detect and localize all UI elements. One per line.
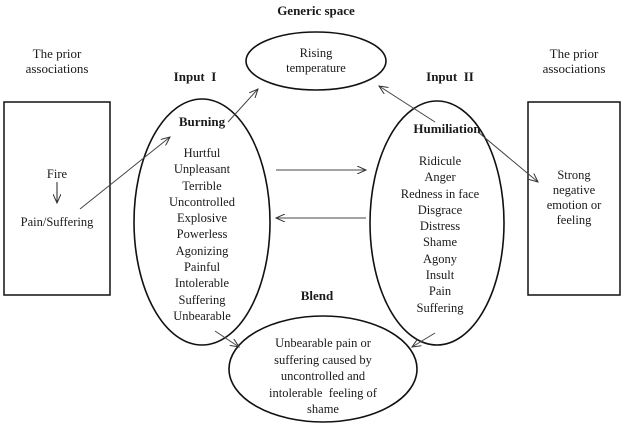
- list-item: Powerless: [176, 227, 228, 242]
- list-item: Distress: [419, 219, 461, 234]
- list-item: Unbearable: [173, 308, 231, 323]
- input2-title: Input II: [426, 69, 474, 84]
- list-item: Insult: [425, 268, 455, 283]
- right-prior-box: [527, 101, 621, 296]
- generic-space-ellipse: [245, 31, 387, 91]
- list-item: Unpleasant: [173, 162, 231, 177]
- list-item: Disgrace: [417, 202, 463, 217]
- left-prior-title: The prior associations: [25, 46, 89, 76]
- left-prior-source: Fire: [46, 167, 68, 181]
- list-item: Anger: [424, 170, 456, 185]
- blend-content: Unbearable pain or suffering caused by u…: [269, 336, 377, 416]
- input2-heading: Humiliation: [413, 121, 481, 136]
- list-item: Pain: [428, 284, 452, 299]
- blend-title: Blend: [300, 288, 334, 303]
- list-item: Redness in face: [400, 186, 480, 201]
- list-item: Hurtful: [183, 146, 221, 160]
- list-item: Suffering: [178, 292, 226, 307]
- list-item: Agonizing: [175, 243, 229, 258]
- list-item: Intolerable: [174, 276, 230, 291]
- right-prior-title: The prior associations: [542, 46, 606, 76]
- list-item: Terrible: [182, 178, 222, 193]
- arrow-input2-to-blend: [412, 332, 436, 347]
- arrow-burning-to-generic: [227, 89, 258, 123]
- right-prior-content: Strong negative emotion or feeling: [546, 168, 602, 227]
- list-item: Explosive: [177, 211, 227, 226]
- arrow-input1-to-blend: [214, 330, 239, 347]
- input1-title: Input I: [173, 69, 217, 84]
- generic-space-title: Generic space: [277, 3, 355, 18]
- arrow-humiliation-to-right-prior: [477, 131, 538, 182]
- left-prior-box: [3, 101, 111, 296]
- input1-list: Hurtful Unpleasant Terrible Uncontrolled…: [150, 145, 254, 324]
- input1-heading: Burning: [178, 114, 226, 129]
- left-prior-target: Pain/Suffering: [20, 215, 94, 229]
- list-item: Painful: [183, 260, 221, 275]
- blend-ellipse: [228, 315, 418, 423]
- list-item: Suffering: [416, 300, 464, 315]
- input1-ellipse: [133, 98, 271, 346]
- input2-ellipse: [369, 100, 505, 346]
- list-item: Ridicule: [418, 154, 462, 168]
- generic-space-content: Rising temperature: [286, 46, 346, 75]
- list-item: Agony: [422, 251, 458, 266]
- arrow-humiliation-to-generic: [379, 86, 436, 123]
- list-item: Uncontrolled: [169, 194, 235, 209]
- arrow-left-prior-to-burning: [79, 137, 170, 210]
- list-item: Shame: [422, 235, 458, 250]
- input2-list: Ridicule Anger Redness in face Disgrace …: [380, 153, 500, 316]
